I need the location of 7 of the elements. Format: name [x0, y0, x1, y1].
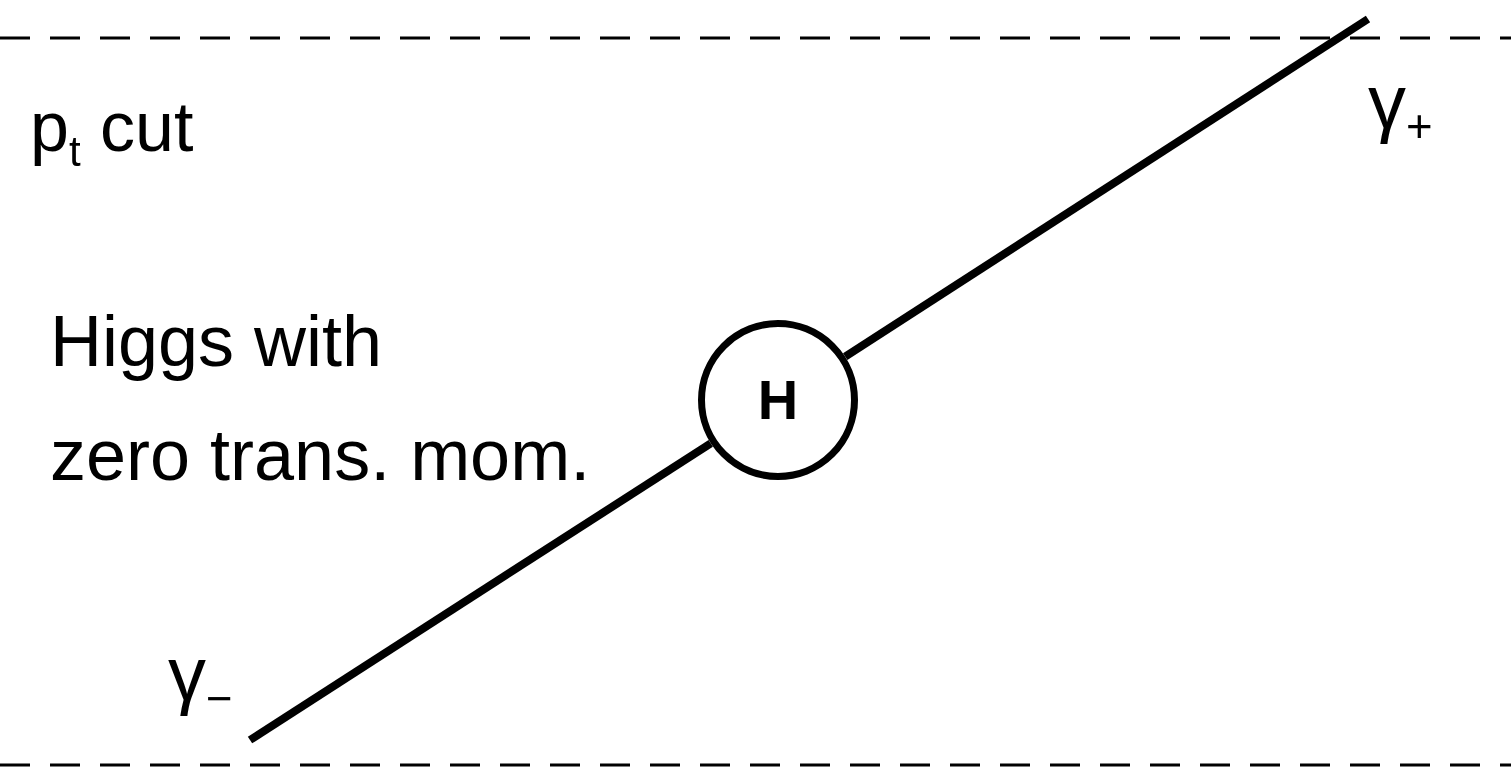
node-label: H [757, 372, 799, 428]
photon-label: γ$_{−}$ [168, 632, 233, 724]
text-label: Higgs with zero trans. mom. [50, 300, 591, 497]
text-label: p$_{t}$ cut [30, 87, 194, 177]
photon-line [843, 15, 1371, 360]
photon-label: γ$_{+}$ [1368, 60, 1433, 152]
photon-line [247, 439, 713, 744]
